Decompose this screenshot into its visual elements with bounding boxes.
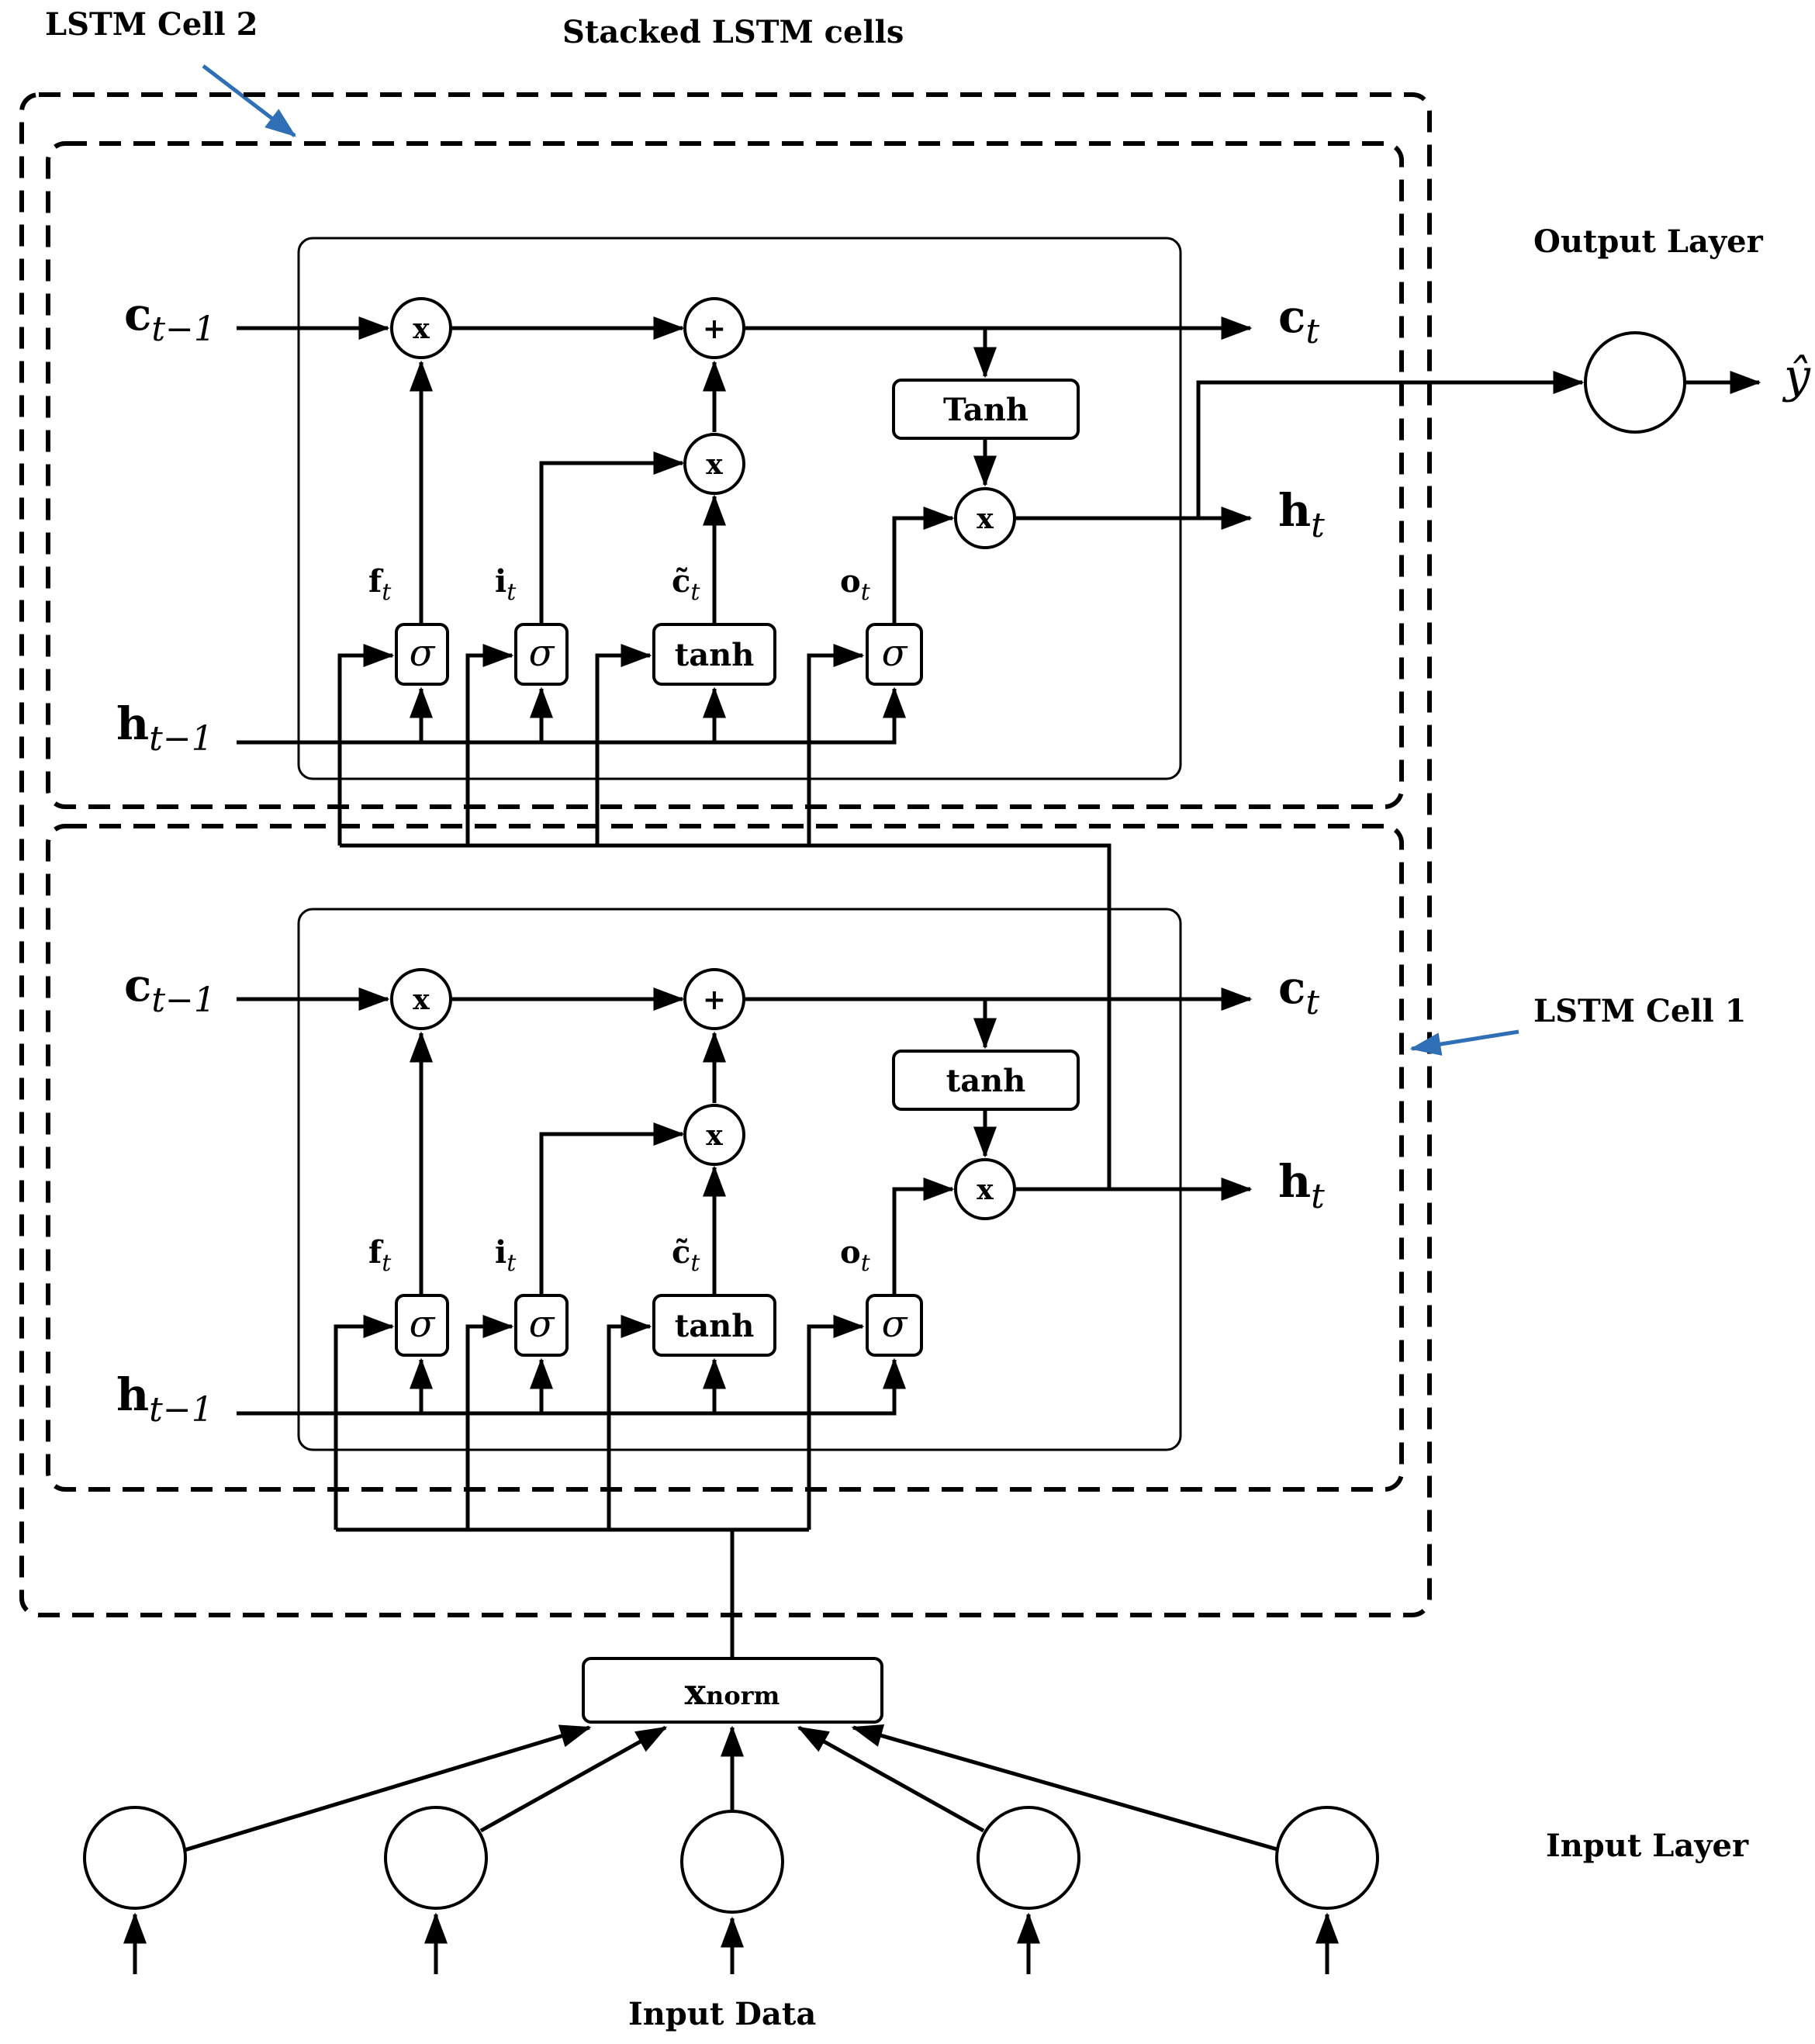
cell-1-inner-box bbox=[297, 908, 1182, 1451]
input-gate-box bbox=[514, 1294, 569, 1357]
forget-multiply-symbol: x bbox=[413, 984, 430, 1016]
cell-1-dashed-box bbox=[46, 824, 1404, 1492]
output-multiply-symbol: x bbox=[977, 503, 994, 535]
input-data-label: Input Data bbox=[628, 1996, 816, 2032]
h-prev-label: ht−1 bbox=[116, 1368, 213, 1430]
cell-add-symbol: + bbox=[703, 313, 726, 345]
cell-2-dashed-box bbox=[46, 141, 1404, 809]
lstm-cell-2-label: LSTM Cell 2 bbox=[45, 6, 258, 43]
output-gate-sigma: σ bbox=[882, 631, 908, 675]
output-multiply-node bbox=[954, 1158, 1016, 1220]
cell-2-inner-box bbox=[297, 237, 1182, 780]
forget-gate-sigma: σ bbox=[410, 1302, 436, 1346]
input-node bbox=[83, 1806, 187, 1910]
input-gate-label: it bbox=[495, 1234, 517, 1277]
stacked-lstm-cells-label: Stacked LSTM cells bbox=[562, 14, 904, 50]
cell-activation-label: Tanh bbox=[943, 392, 1028, 428]
h-prev-label: ht−1 bbox=[116, 697, 213, 759]
inter-cell-hidden-bus bbox=[337, 644, 1111, 1189]
cell-add-node bbox=[683, 297, 745, 359]
forget-gate-box bbox=[395, 1294, 449, 1357]
input-node bbox=[1275, 1806, 1379, 1910]
candidate-box bbox=[652, 623, 776, 686]
cell-activation-label: tanh bbox=[946, 1063, 1026, 1099]
forget-gate-sigma: σ bbox=[410, 631, 436, 675]
input-bus bbox=[334, 1315, 865, 1658]
forget-gate-label: ft bbox=[368, 563, 392, 606]
input-multiply-node bbox=[683, 1104, 745, 1166]
xnorm-label: xnorm bbox=[685, 1671, 780, 1713]
forget-multiply-node bbox=[390, 968, 452, 1030]
c-out-label: ct bbox=[1278, 290, 1319, 351]
candidate-label: c̃t bbox=[672, 1234, 700, 1277]
output-gate-box bbox=[866, 1294, 923, 1357]
forget-multiply-node bbox=[390, 297, 452, 359]
input-node bbox=[977, 1806, 1080, 1910]
output-connection bbox=[1196, 371, 1585, 518]
c-prev-label: ct−1 bbox=[124, 288, 216, 349]
input-node bbox=[384, 1806, 488, 1910]
output-gate-label: ot bbox=[840, 563, 871, 606]
output-gate-label: ot bbox=[840, 1234, 871, 1277]
output-gate-box bbox=[866, 623, 923, 686]
c-out-label: ct bbox=[1278, 961, 1319, 1022]
input-gate-sigma: σ bbox=[529, 1302, 555, 1346]
stacked-cells-dashed-box bbox=[19, 92, 1432, 1617]
input-layer-label: Input Layer bbox=[1546, 1828, 1749, 1864]
input-multiply-symbol: x bbox=[706, 448, 723, 481]
forget-gate-box bbox=[395, 623, 449, 686]
output-gate-sigma: σ bbox=[882, 1302, 908, 1346]
h-out-label: ht bbox=[1278, 484, 1325, 545]
c-prev-label: ct−1 bbox=[124, 959, 216, 1020]
lstm-cell-1: ct−1 ht−1 ct ht x + x x tanh σ σ ta bbox=[116, 908, 1325, 1451]
cell-add-symbol: + bbox=[703, 984, 726, 1016]
lstm-cell-2-pointer-arrow bbox=[202, 64, 296, 137]
forget-gate-label: ft bbox=[368, 1234, 392, 1277]
xnorm-box bbox=[582, 1657, 883, 1724]
output-node bbox=[1584, 331, 1686, 434]
input-layer bbox=[83, 1724, 1379, 1974]
lstm-cell-1-label: LSTM Cell 1 bbox=[1533, 993, 1746, 1029]
candidate-activation-label: tanh bbox=[675, 1308, 755, 1344]
candidate-box bbox=[652, 1294, 776, 1357]
cell-add-node bbox=[683, 968, 745, 1030]
input-gate-label: it bbox=[495, 563, 517, 606]
input-gate-sigma: σ bbox=[529, 631, 555, 675]
input-gate-box bbox=[514, 623, 569, 686]
lstm-cell-1-pointer-arrow bbox=[1409, 1029, 1519, 1056]
cell-activation-box bbox=[892, 1050, 1080, 1111]
cell-activation-box bbox=[892, 379, 1080, 440]
y-hat-label: ŷ bbox=[1782, 349, 1811, 403]
output-multiply-symbol: x bbox=[977, 1174, 994, 1206]
candidate-activation-label: tanh bbox=[675, 637, 755, 673]
h-out-label: ht bbox=[1278, 1155, 1325, 1216]
candidate-label: c̃t bbox=[672, 563, 700, 606]
input-multiply-node bbox=[683, 433, 745, 495]
lstm-cell-2: ct−1 ht−1 ct ht x + bbox=[116, 237, 1325, 780]
output-layer-label: Output Layer bbox=[1533, 223, 1764, 260]
output-multiply-node bbox=[954, 487, 1016, 549]
forget-multiply-symbol: x bbox=[413, 313, 430, 345]
input-multiply-symbol: x bbox=[706, 1119, 723, 1152]
input-node bbox=[680, 1810, 784, 1914]
